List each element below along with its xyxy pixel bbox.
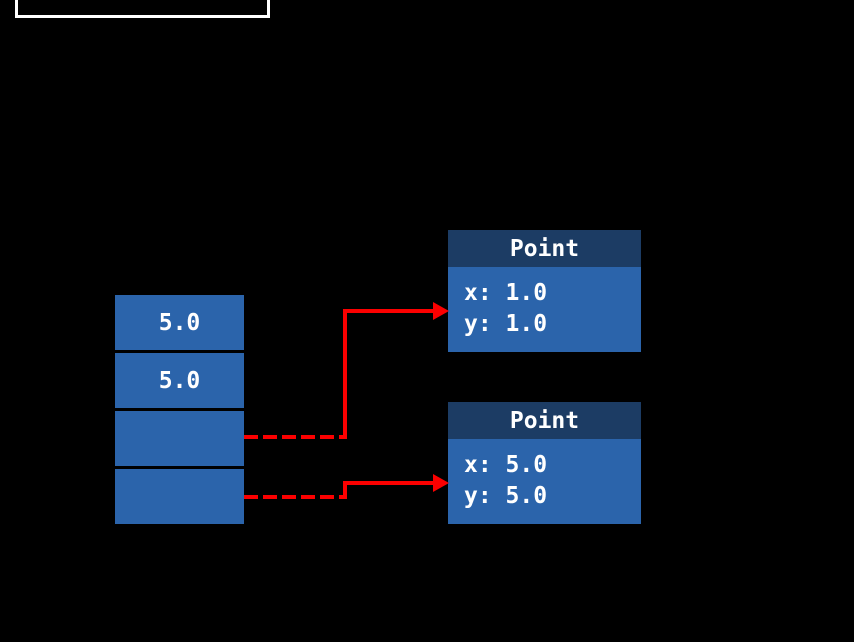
reference-arrow-1	[244, 302, 449, 439]
point-object-1-header: Point	[448, 230, 641, 267]
arrow-1-solid-segment	[343, 309, 434, 439]
point-object-2-header: Point	[448, 402, 641, 439]
field-x: x: 1.0	[464, 280, 548, 306]
point-object-2: Point x: 5.0 y: 5.0	[448, 402, 641, 524]
point-object-2-body: x: 5.0 y: 5.0	[448, 439, 641, 524]
arrowhead-icon	[433, 302, 449, 320]
point-object-1: Point x: 1.0 y: 1.0	[448, 230, 641, 352]
stack-cell-4-reference	[115, 469, 244, 524]
point-object-1-body: x: 1.0 y: 1.0	[448, 267, 641, 352]
stack-cell-value: 5.0	[158, 309, 201, 336]
field-y: y: 1.0	[464, 311, 548, 337]
arrowhead-icon	[433, 474, 449, 492]
variable-stack: 5.0 5.0	[115, 295, 244, 524]
reference-arrow-2	[244, 474, 449, 499]
stack-cell-1: 5.0	[115, 295, 244, 350]
stack-cell-value: 5.0	[158, 367, 201, 394]
class-name-label: Point	[509, 235, 580, 262]
stack-cell-3-reference	[115, 411, 244, 466]
field-x: x: 5.0	[464, 452, 548, 478]
stack-cell-2: 5.0	[115, 353, 244, 408]
field-y: y: 5.0	[464, 483, 548, 509]
title-outline-box	[15, 0, 270, 18]
arrow-2-solid-segment	[343, 481, 434, 499]
class-name-label: Point	[509, 407, 580, 434]
